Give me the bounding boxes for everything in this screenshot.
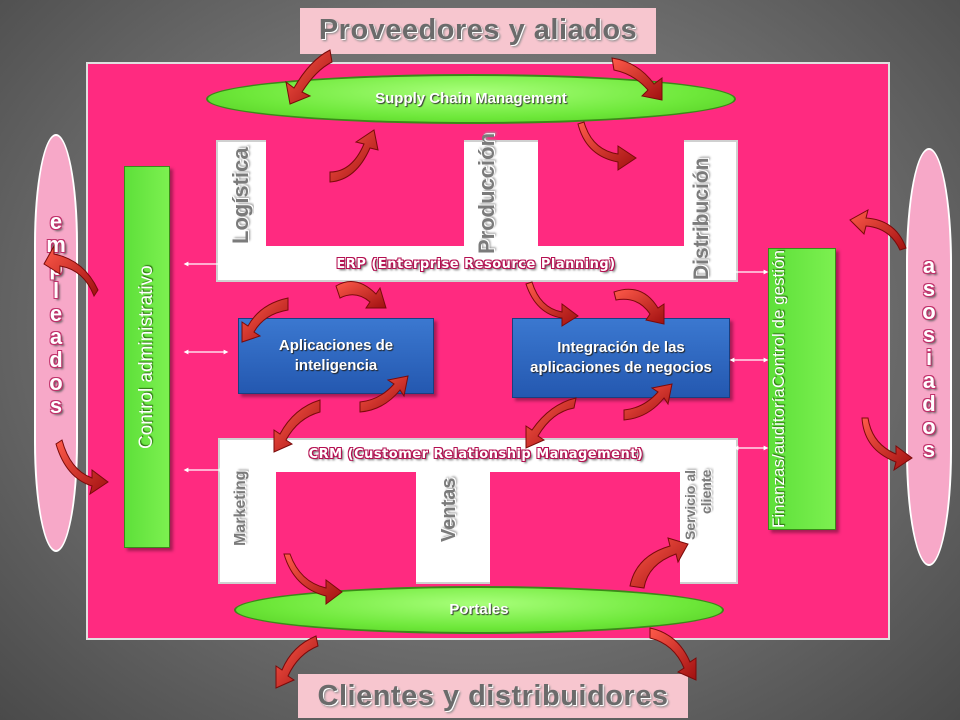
empleados-letter: m xyxy=(46,231,66,257)
curved-arrow xyxy=(329,129,379,183)
crm-label: CRM (Customer Relationship Management) xyxy=(308,447,644,462)
asociados-letter: d xyxy=(922,390,936,416)
asociados-letter: a xyxy=(922,252,936,278)
finanzas-bar: Finanzas/auditoría Control de gestión xyxy=(768,248,836,530)
empleados-letter: d xyxy=(49,346,63,372)
curved-arrow xyxy=(525,397,577,449)
curved-arrow xyxy=(43,244,99,298)
curved-arrow xyxy=(241,297,289,343)
curved-arrow xyxy=(649,627,697,681)
bottom-title: Clientes y distribuidores xyxy=(298,674,688,718)
curved-arrow xyxy=(273,399,321,453)
erp-label: ERP (Enterprise Resource Planning) xyxy=(336,257,616,272)
crm-gap-left xyxy=(276,472,416,586)
top-title: Proveedores y aliados xyxy=(300,8,656,54)
empleados-pill: e m p l e a d o s xyxy=(34,134,78,552)
asociados-letter: o xyxy=(922,298,936,324)
empleados-letter: e xyxy=(49,300,63,326)
asociados-letter: s xyxy=(922,436,936,462)
curved-arrow xyxy=(275,635,319,689)
integracion-label: Integración de las aplicaciones de negoc… xyxy=(530,339,712,376)
empleados-letter: s xyxy=(49,392,63,418)
curved-arrow xyxy=(285,49,333,105)
empleados-letter: e xyxy=(49,208,63,234)
empleados-letter: a xyxy=(49,323,63,349)
curved-arrow xyxy=(629,537,689,589)
curved-arrow xyxy=(849,209,907,251)
control-admin-bar: Control administrativo xyxy=(124,166,170,548)
curved-arrow xyxy=(525,281,579,327)
curved-arrow xyxy=(613,288,665,325)
portales-label: Portales xyxy=(449,601,509,618)
curved-arrow xyxy=(359,375,409,413)
empleados-letter: o xyxy=(49,369,63,395)
curved-arrow xyxy=(577,121,637,171)
portales-ellipse: Portales xyxy=(234,586,724,634)
curved-arrow xyxy=(335,281,387,309)
curved-arrow xyxy=(611,57,663,101)
curved-arrow xyxy=(623,383,673,421)
curved-arrow xyxy=(55,439,109,496)
asociados-letter: a xyxy=(922,367,936,393)
supply-chain-label: Supply Chain Management xyxy=(375,90,567,107)
curved-arrow xyxy=(861,417,913,472)
asociados-letter: s xyxy=(922,275,936,301)
asociados-letter: i xyxy=(925,344,933,370)
asociados-pill: a s o s i a d o s xyxy=(906,148,952,566)
connectors xyxy=(183,261,769,473)
asociados-letter: o xyxy=(922,413,936,439)
apps-intel-label: Aplicaciones de inteligencia xyxy=(278,337,394,374)
empleados-letter: l xyxy=(52,277,60,303)
integracion-box: Integración de las aplicaciones de negoc… xyxy=(512,318,730,398)
asociados-letter: s xyxy=(922,321,936,347)
curved-arrow xyxy=(283,553,343,605)
curved-arrows xyxy=(43,49,913,689)
